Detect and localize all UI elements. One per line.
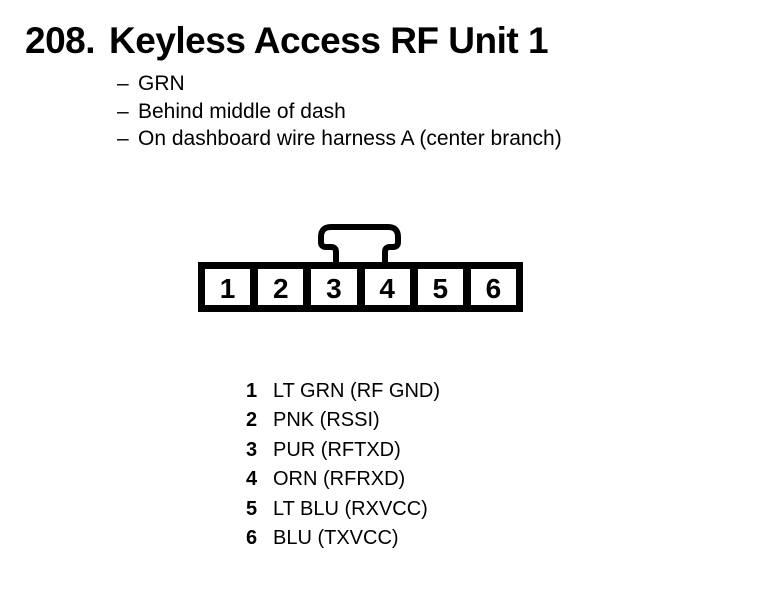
connector-pin-cell: 2	[258, 269, 312, 305]
connector-pin-number: 5	[432, 272, 449, 304]
pinout-row: 6 BLU (TXVCC)	[246, 524, 440, 553]
pinout-list: 1 LT GRN (RF GND) 2 PNK (RSSI) 3 PUR (RF…	[246, 377, 440, 553]
pinout-wire-description: LT GRN (RF GND)	[273, 380, 441, 402]
pinout-wire-description: PNK (RSSI)	[273, 409, 380, 432]
pinout-row: 5 LT BLU (RXVCC)	[246, 495, 440, 524]
pinout-row: 3 PUR (RFTXD)	[246, 436, 440, 465]
pinout-pin-number: 3	[246, 438, 258, 461]
note-line: – GRN	[117, 70, 562, 98]
pinout-row: 4 ORN (RFRXD)	[246, 465, 440, 494]
connector-pin-cell: 1	[205, 269, 259, 305]
pinout-pin-number: 6	[246, 527, 258, 550]
pinout-pin-number: 5	[246, 497, 258, 520]
pinout-row: 2 PNK (RSSI)	[246, 406, 440, 435]
connector-pin-number: 2	[272, 272, 289, 304]
connector-pin-number: 1	[219, 272, 236, 304]
connector-pin-number: 3	[326, 272, 342, 304]
bullet-dash: –	[117, 127, 129, 151]
page-title: 208. Keyless Access RF Unit 1	[25, 20, 549, 62]
pinout-row: 1 LT GRN (RF GND)	[246, 377, 440, 406]
pinout-pin-number: 4	[246, 468, 258, 491]
connector-pin-cell: 5	[418, 269, 471, 305]
pinout-wire-description: LT BLU (RXVCC)	[273, 497, 428, 520]
pinout-pin-number: 1	[246, 380, 258, 402]
note-text: GRN	[138, 72, 185, 95]
bullet-dash: –	[117, 99, 129, 123]
note-text: Behind middle of dash	[138, 99, 346, 123]
location-notes: – GRN – Behind middle of dash – On dashb…	[117, 70, 562, 153]
connector-body: 1 2 3 4 5 6	[198, 262, 523, 312]
connector-pin-cell: 6	[471, 269, 516, 305]
note-line: – On dashboard wire harness A (center br…	[117, 125, 562, 153]
connector-pin-number: 6	[485, 272, 502, 304]
item-title: Keyless Access RF Unit 1	[109, 20, 549, 61]
pinout-wire-description: PUR (RFTXD)	[273, 438, 401, 461]
connector-latch-icon	[318, 224, 401, 270]
pinout-wire-description: ORN (RFRXD)	[273, 468, 406, 491]
note-line: – Behind middle of dash	[117, 98, 562, 126]
note-text: On dashboard wire harness A (center bran…	[138, 127, 562, 151]
connector-pin-cell: 4	[365, 269, 418, 305]
connector-pin-cell: 3	[311, 269, 365, 305]
bullet-dash: –	[117, 72, 129, 95]
pinout-wire-description: BLU (TXVCC)	[273, 527, 399, 550]
pinout-pin-number: 2	[246, 409, 258, 432]
connector-pin-number: 4	[379, 272, 395, 304]
item-number: 208.	[25, 20, 96, 61]
